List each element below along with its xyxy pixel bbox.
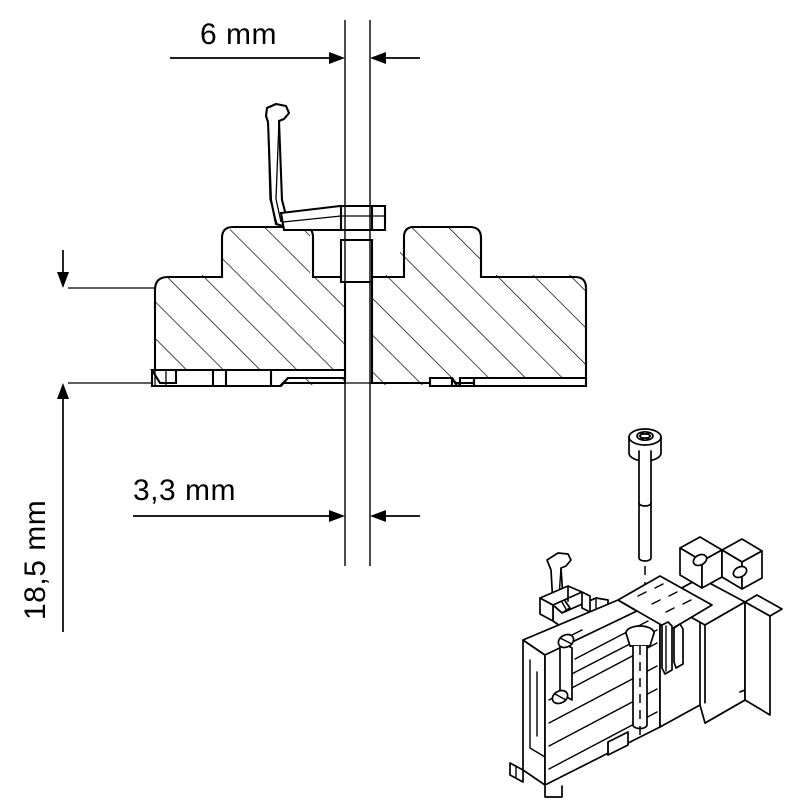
terminal-slots — [637, 583, 692, 613]
dimension-3-3mm: 3,3 mm — [133, 474, 420, 522]
arrow-left-icon — [370, 52, 386, 64]
dim-6mm-label: 6 mm — [200, 18, 277, 51]
arrow-right-icon — [329, 52, 345, 64]
arrow-up-icon — [57, 383, 69, 399]
socket-foot-left — [150, 368, 347, 388]
spring-contact-3d — [661, 621, 684, 675]
slot-walls — [344, 20, 371, 566]
arrow-right-icon — [329, 510, 345, 522]
dim-18-5mm-label: 18,5 mm — [19, 500, 52, 620]
contact-bosses — [551, 633, 575, 705]
retaining-clip-section — [264, 102, 387, 232]
relay-socket-body-3d — [509, 536, 783, 798]
terminal-well-clips — [692, 553, 748, 579]
arrow-down-icon — [57, 272, 69, 288]
isometric-view — [509, 428, 783, 798]
slot-boss — [339, 238, 374, 284]
screw-boss — [625, 625, 655, 740]
arrow-left-icon — [370, 510, 386, 522]
dim-3-3mm-label: 3,3 mm — [133, 474, 236, 507]
hex-socket-screw — [628, 428, 662, 588]
dimension-6mm: 6 mm — [170, 18, 420, 64]
socket-foot-right — [428, 376, 588, 388]
dimension-18-5mm: 18,5 mm — [19, 250, 69, 632]
